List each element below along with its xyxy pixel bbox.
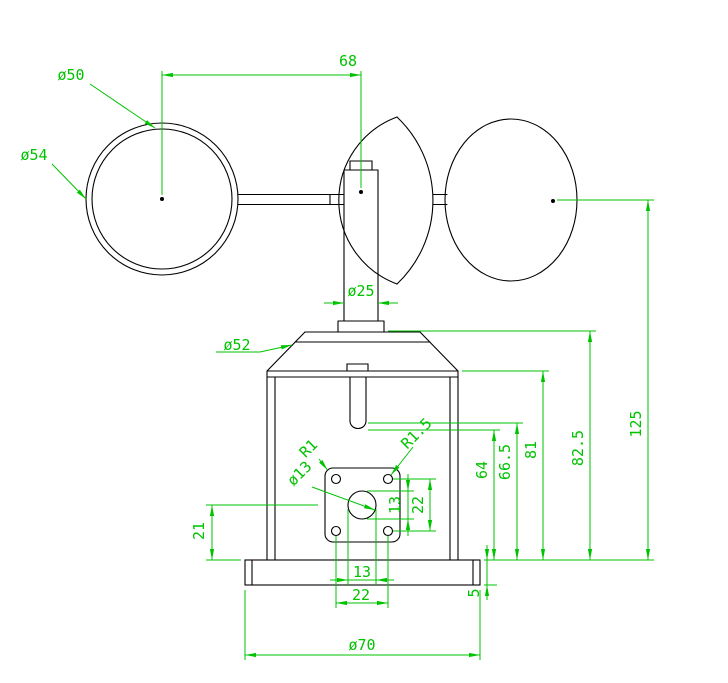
- base-flange: [244, 559, 481, 586]
- dim-base-dia: ø70: [348, 636, 375, 654]
- bell-housing: [266, 320, 459, 372]
- dim-hole-pitch-h-22: 22: [352, 586, 370, 604]
- dim-center-hole-dia: ø13: [284, 458, 316, 490]
- dim-base-thickness: 5: [465, 588, 483, 597]
- dim-height-81: 81: [522, 441, 540, 459]
- dim-arm-spacing: 68: [339, 52, 357, 70]
- dim-bell-dia: ø52: [223, 336, 250, 354]
- main-body: [266, 363, 459, 561]
- dim-fillet-r1-5: R1.5: [397, 414, 435, 452]
- dim-height-64: 64: [473, 461, 491, 479]
- dim-height-66-5: 66.5: [496, 444, 514, 480]
- cup-arm: [237, 193, 448, 206]
- dim-hole-pitch-v-13: 13: [386, 496, 404, 514]
- dim-hole-pitch-v-22: 22: [409, 496, 427, 514]
- dimension-lines: [51, 71, 654, 660]
- dim-height-82-5: 82.5: [569, 430, 587, 466]
- dim-cup-inner-dia: ø50: [57, 66, 84, 84]
- dim-fillet-r1: R1: [296, 436, 322, 462]
- middle-cup: [338, 116, 434, 285]
- dim-shaft-dia: ø25: [347, 282, 374, 300]
- dim-overall-height: 125: [627, 410, 645, 437]
- part-geometry: [85, 116, 578, 586]
- dim-cup-outer-dia: ø54: [20, 146, 47, 164]
- dim-hole-pitch-h-13: 13: [353, 563, 371, 581]
- mounting-plate: [324, 467, 401, 543]
- dim-plate-height: 21: [190, 522, 208, 540]
- dimension-labels: 68 ø50 ø54 ø25 ø52 125 82.5 81 66.5 64 5…: [20, 52, 645, 654]
